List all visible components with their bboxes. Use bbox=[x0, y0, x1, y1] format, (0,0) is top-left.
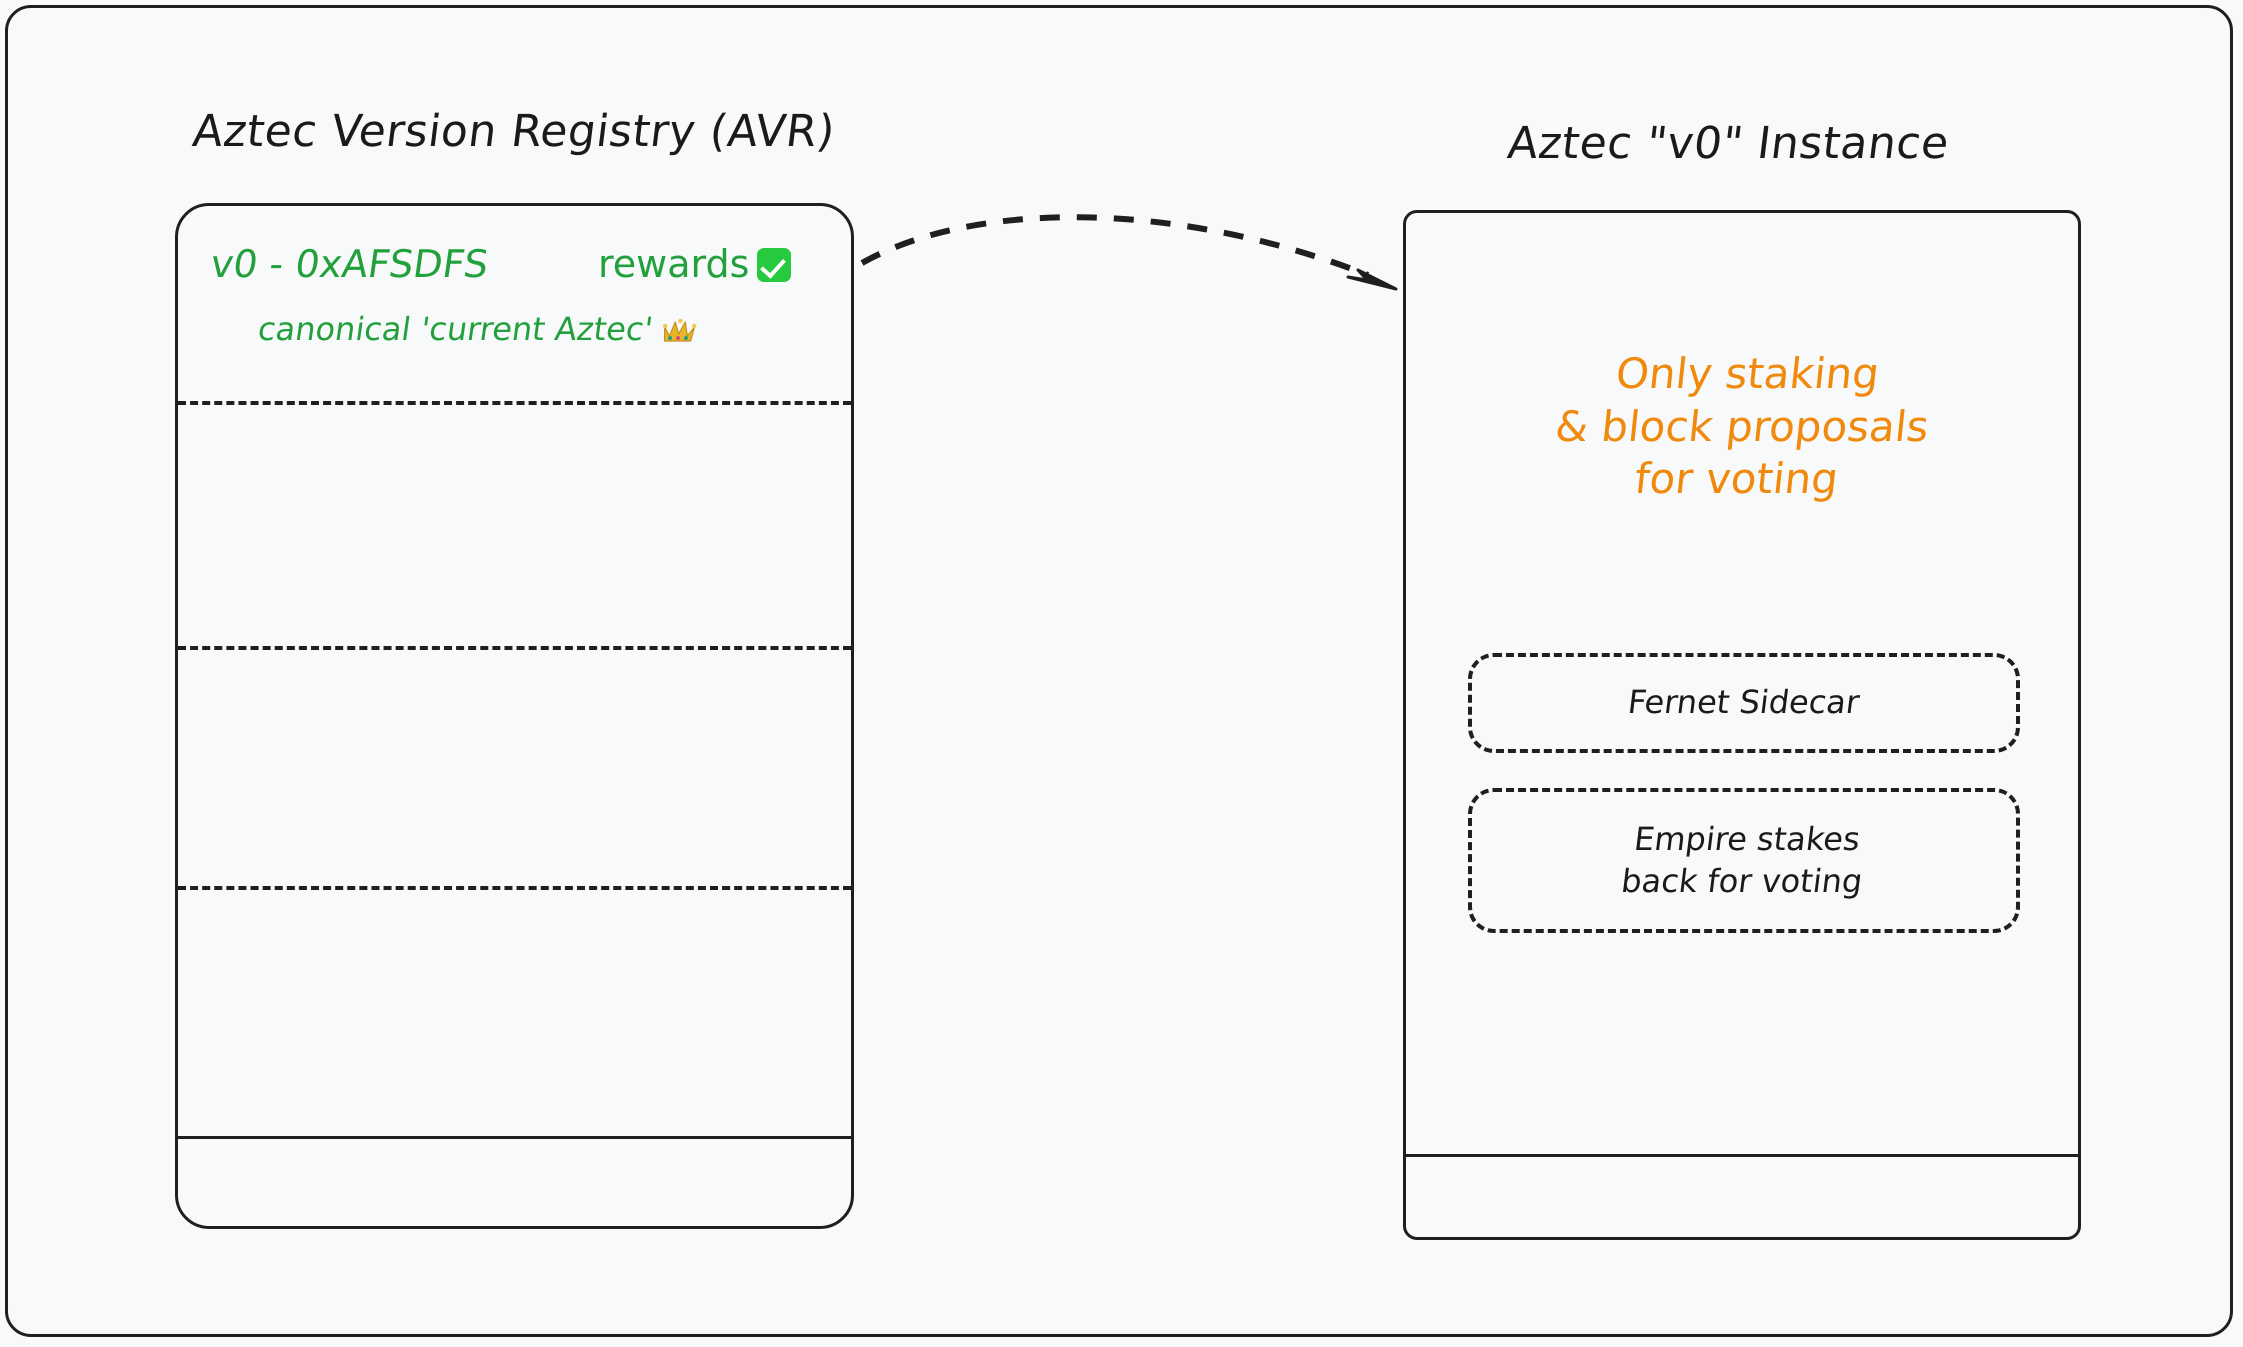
empire-stakes-line-2: back for voting bbox=[1618, 861, 1865, 900]
avr-card: v0 - 0xAFSDFS rewards canonical 'current… bbox=[175, 203, 854, 1229]
rewards-label: rewards bbox=[598, 242, 750, 286]
instance-footer-divider bbox=[1406, 1154, 2078, 1157]
instance-note-line-2: & block proposals bbox=[1552, 401, 1932, 451]
fernet-sidecar-box[interactable]: Fernet Sidecar bbox=[1468, 653, 2020, 753]
crown-icon bbox=[659, 314, 698, 352]
instance-note-line-1: Only staking bbox=[1613, 349, 1882, 398]
registry-rewards: rewards bbox=[598, 242, 792, 286]
registry-version-id: v0 - 0xAFSDFS bbox=[207, 242, 492, 286]
empire-stakes-label: Empire stakes back for voting bbox=[1618, 819, 1869, 902]
registry-row-divider-3 bbox=[178, 886, 851, 890]
instance-note-line-3: for voting bbox=[1632, 454, 1841, 503]
canonical-label: canonical 'current Aztec' bbox=[255, 310, 656, 348]
registry-entry-row-top: v0 - 0xAFSDFS rewards bbox=[178, 242, 851, 304]
registry-row-divider-2 bbox=[178, 646, 851, 650]
empire-stakes-box[interactable]: Empire stakes back for voting bbox=[1468, 788, 2020, 933]
empire-stakes-line-1: Empire stakes bbox=[1631, 819, 1862, 858]
instance-card: Only staking & block proposals for votin… bbox=[1403, 210, 2081, 1240]
avr-footer-divider bbox=[178, 1136, 851, 1139]
instance-note: Only staking & block proposals for votin… bbox=[1398, 348, 2087, 506]
white-check-mark-icon bbox=[757, 248, 792, 282]
fernet-sidecar-label: Fernet Sidecar bbox=[1626, 683, 1863, 722]
avr-footer: immutable L1 contract bbox=[178, 1343, 851, 1347]
left-panel-title: Aztec Version Registry (AVR) bbox=[189, 106, 839, 157]
registry-row-divider-1 bbox=[178, 401, 851, 405]
registry-entry-v0[interactable]: v0 - 0xAFSDFS rewards canonical 'current… bbox=[178, 242, 851, 348]
right-panel-title: Aztec "v0" Instance bbox=[1504, 118, 1952, 169]
registry-canonical: canonical 'current Aztec' bbox=[255, 310, 699, 352]
